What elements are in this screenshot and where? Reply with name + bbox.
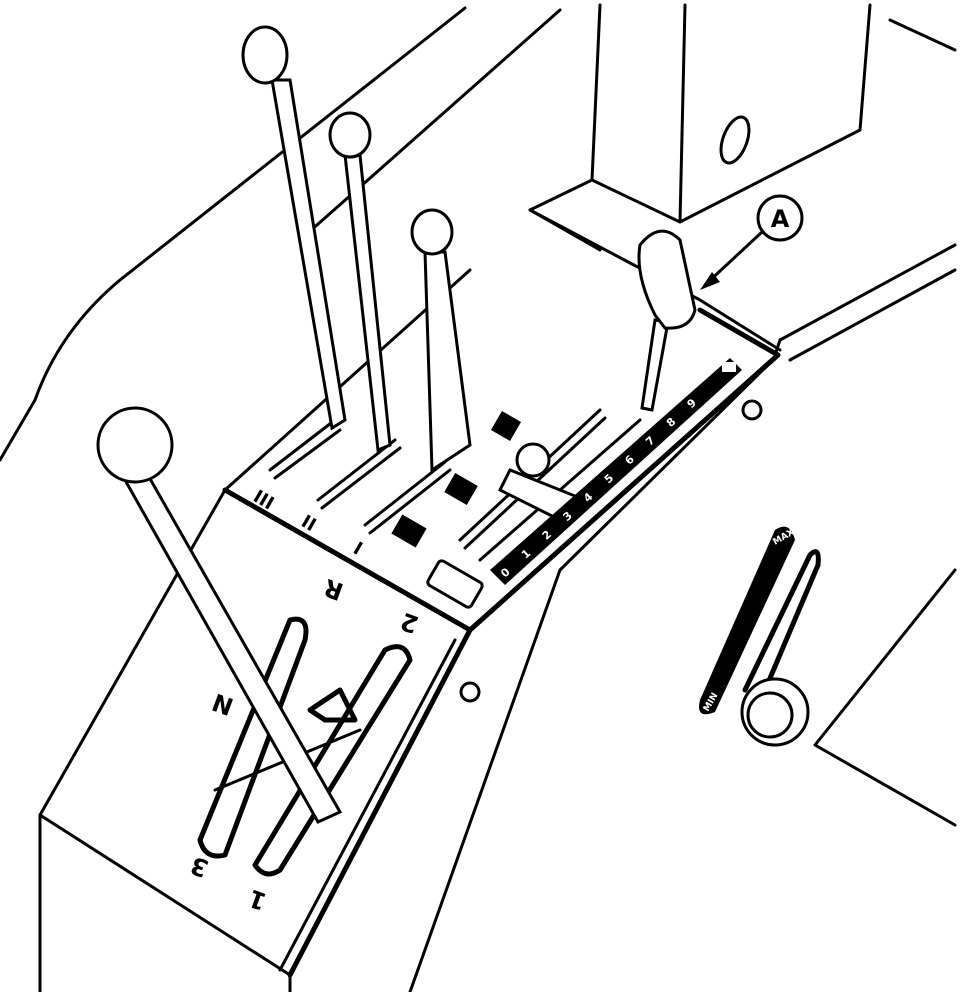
lever-knob[interactable] — [410, 208, 454, 256]
lever-knob[interactable] — [328, 111, 372, 159]
rabbit-icon — [722, 362, 736, 372]
throttle-lever[interactable] — [640, 318, 670, 412]
svg-text:1: 1 — [245, 884, 270, 916]
indicator-window — [426, 559, 484, 609]
console — [38, 268, 781, 992]
svg-text:N: N — [209, 687, 237, 720]
lever-1[interactable] — [270, 78, 347, 431]
svg-text:R: R — [320, 573, 347, 606]
lever-3[interactable] — [423, 250, 472, 473]
bolt-icon — [741, 399, 763, 421]
bolt-icon — [719, 115, 751, 165]
speed-dial: MIN MAX — [699, 526, 821, 747]
throttle-lever-handle[interactable] — [637, 229, 697, 330]
svg-text:I: I — [350, 538, 366, 560]
svg-text:III: III — [250, 486, 278, 514]
svg-text:A: A — [771, 205, 790, 233]
lever-2[interactable] — [343, 153, 392, 453]
symbol-icon — [391, 514, 427, 548]
control-levers — [96, 25, 697, 824]
svg-text:3: 3 — [187, 851, 212, 883]
bolt-icon — [459, 681, 481, 703]
symbol-icon — [444, 472, 478, 506]
callout-a: A — [700, 194, 804, 290]
arrow-icon — [700, 272, 720, 290]
slide-knob[interactable] — [515, 442, 551, 478]
range-labels: III II I — [250, 486, 366, 560]
svg-text:2: 2 — [397, 607, 422, 639]
cab-background — [0, 3, 957, 827]
symbol-icon — [490, 410, 522, 442]
gear-shift-knob[interactable] — [96, 406, 174, 484]
lever-knob[interactable] — [241, 25, 289, 85]
